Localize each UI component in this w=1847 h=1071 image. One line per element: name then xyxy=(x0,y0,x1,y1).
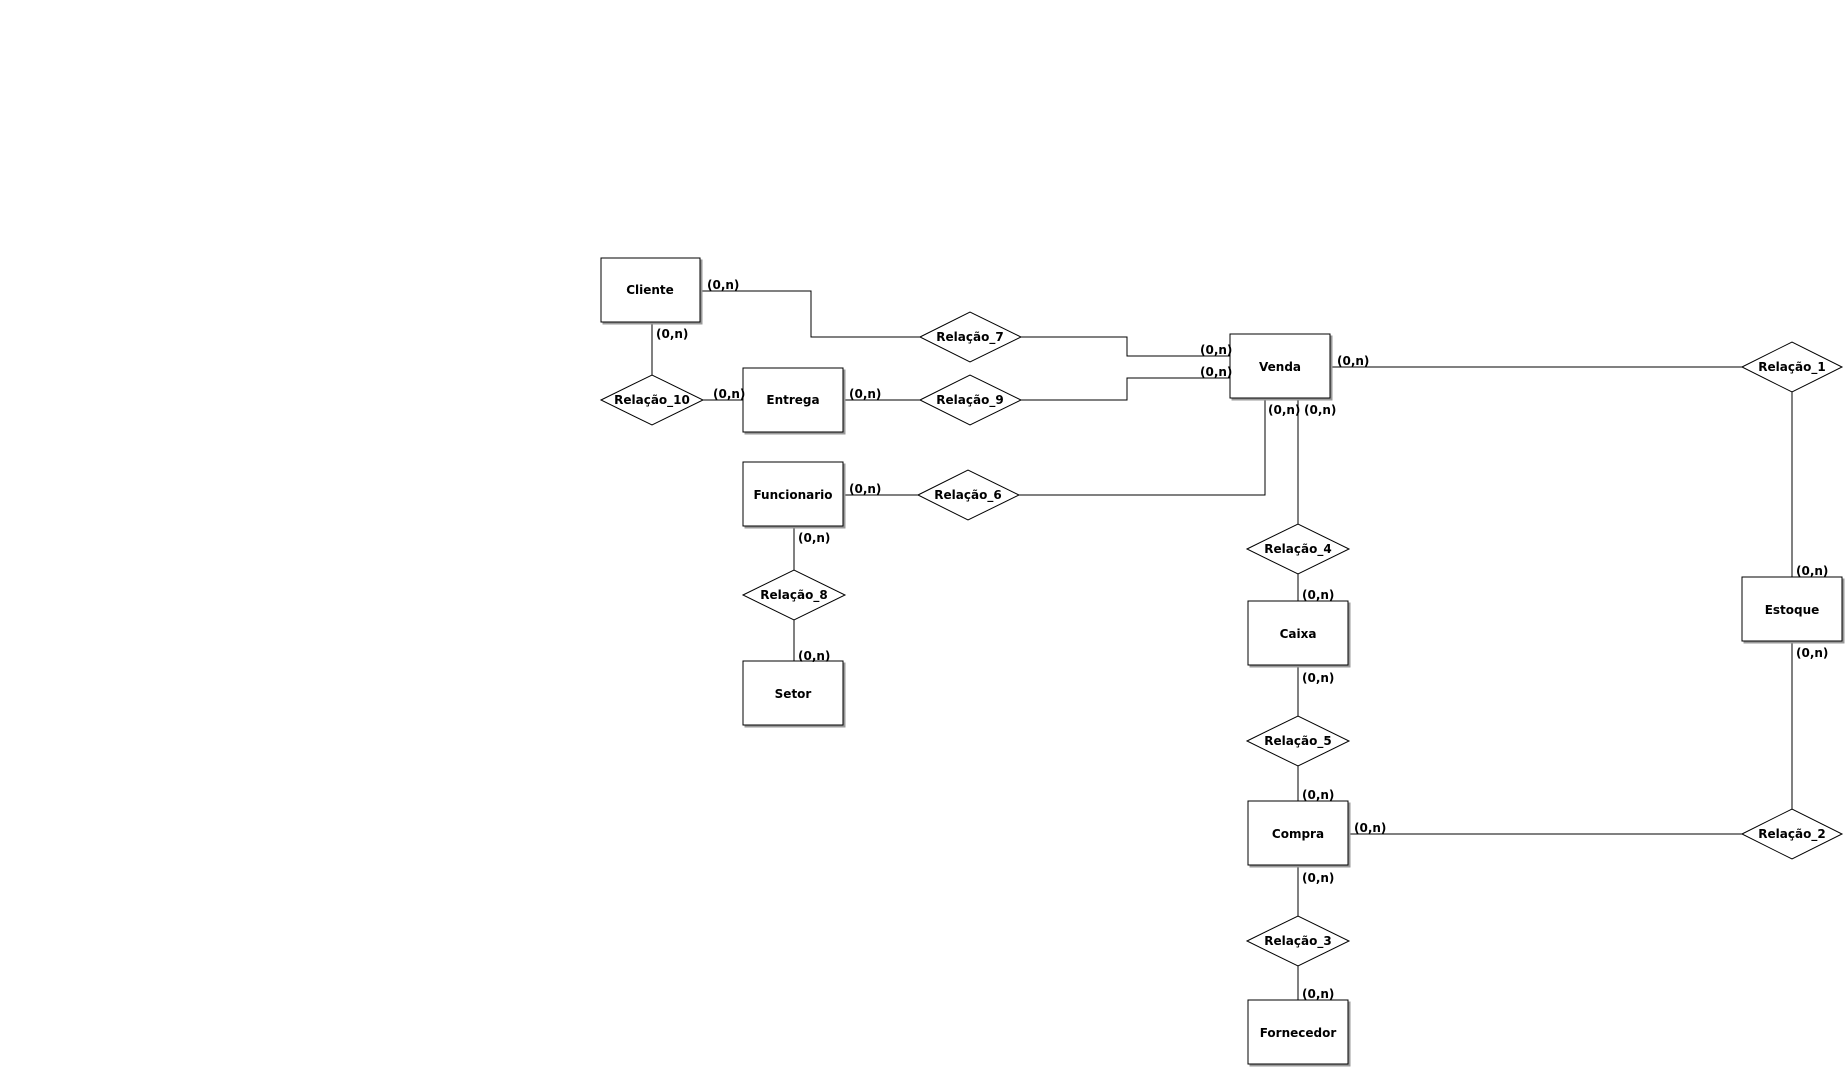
cardinality-label: (0,n) xyxy=(849,482,881,496)
entity-label: Fornecedor xyxy=(1260,1026,1337,1040)
cardinality-label: (0,n) xyxy=(1302,671,1334,685)
cardinality-label: (0,n) xyxy=(1200,343,1232,357)
relationship-relacao-2[interactable]: Relação_2 xyxy=(1740,808,1844,860)
relationship-label: Relação_1 xyxy=(1758,360,1825,375)
cardinality-label: (0,n) xyxy=(1796,646,1828,660)
relationship-label: Relação_3 xyxy=(1264,934,1331,949)
relationship-label: Relação_4 xyxy=(1264,542,1331,557)
cardinality-label: (0,n) xyxy=(713,387,745,401)
connector-cliente-relacao7 xyxy=(700,290,920,338)
entity-label: Estoque xyxy=(1765,603,1820,617)
entity-funcionario[interactable]: Funcionario xyxy=(742,461,844,527)
entity-setor[interactable]: Setor xyxy=(742,660,844,726)
relationship-relacao-5[interactable]: Relação_5 xyxy=(1245,715,1351,767)
relationship-relacao-1[interactable]: Relação_1 xyxy=(1740,341,1844,393)
cardinality-label: (0,n) xyxy=(1796,564,1828,578)
entity-label: Entrega xyxy=(766,393,819,407)
cardinality-label: (0,n) xyxy=(798,649,830,663)
cardinality-labels: (0,n) (0,n) (0,n) (0,n) (0,n) (0,n) (0,n… xyxy=(656,278,1828,1001)
relationship-label: Relação_9 xyxy=(936,393,1003,408)
cardinality-label: (0,n) xyxy=(849,387,881,401)
relationship-label: Relação_10 xyxy=(614,393,690,408)
relationship-relacao-10[interactable]: Relação_10 xyxy=(599,374,705,426)
cardinality-label: (0,n) xyxy=(1302,788,1334,802)
entity-fornecedor[interactable]: Fornecedor xyxy=(1247,999,1349,1065)
connector-relacao9-venda xyxy=(1021,377,1230,401)
cardinality-label: (0,n) xyxy=(1268,403,1300,417)
relationship-relacao-9[interactable]: Relação_9 xyxy=(918,374,1023,426)
relationship-relacao-6[interactable]: Relação_6 xyxy=(916,469,1021,521)
relationship-label: Relação_7 xyxy=(936,330,1003,345)
relationship-label: Relação_8 xyxy=(760,588,827,603)
entity-cliente[interactable]: Cliente xyxy=(600,257,701,323)
entity-label: Caixa xyxy=(1280,627,1317,641)
cardinality-label: (0,n) xyxy=(1302,588,1334,602)
cardinality-label: (0,n) xyxy=(1302,871,1334,885)
connector-relacao7-venda xyxy=(1021,336,1230,357)
cardinality-label: (0,n) xyxy=(1200,365,1232,379)
entity-label: Venda xyxy=(1259,360,1301,374)
entity-label: Setor xyxy=(775,687,812,701)
relationship-relacao-7[interactable]: Relação_7 xyxy=(918,311,1023,363)
relationship-label: Relação_6 xyxy=(934,488,1001,503)
cardinality-label: (0,n) xyxy=(798,531,830,545)
entity-label: Compra xyxy=(1272,827,1324,841)
relationship-label: Relação_5 xyxy=(1264,734,1331,749)
cardinality-label: (0,n) xyxy=(1302,987,1334,1001)
relationship-relacao-8[interactable]: Relação_8 xyxy=(741,569,847,621)
entity-venda[interactable]: Venda xyxy=(1229,333,1331,399)
cardinality-label: (0,n) xyxy=(1354,821,1386,835)
entity-compra[interactable]: Compra xyxy=(1247,800,1349,866)
cardinality-label: (0,n) xyxy=(1337,354,1369,368)
cardinality-label: (0,n) xyxy=(707,278,739,292)
entity-label: Funcionario xyxy=(753,488,832,502)
connectors xyxy=(651,290,1793,1000)
entity-entrega[interactable]: Entrega xyxy=(742,367,844,433)
entity-label: Cliente xyxy=(626,283,674,297)
cardinality-label: (0,n) xyxy=(656,327,688,341)
relationship-relacao-4[interactable]: Relação_4 xyxy=(1245,523,1351,575)
cardinality-label: (0,n) xyxy=(1304,403,1336,417)
relationship-relacao-3[interactable]: Relação_3 xyxy=(1245,915,1351,967)
entity-caixa[interactable]: Caixa xyxy=(1247,600,1349,666)
connector-relacao6-venda xyxy=(1019,398,1266,496)
relationship-label: Relação_2 xyxy=(1758,827,1825,842)
entity-estoque[interactable]: Estoque xyxy=(1741,576,1843,642)
